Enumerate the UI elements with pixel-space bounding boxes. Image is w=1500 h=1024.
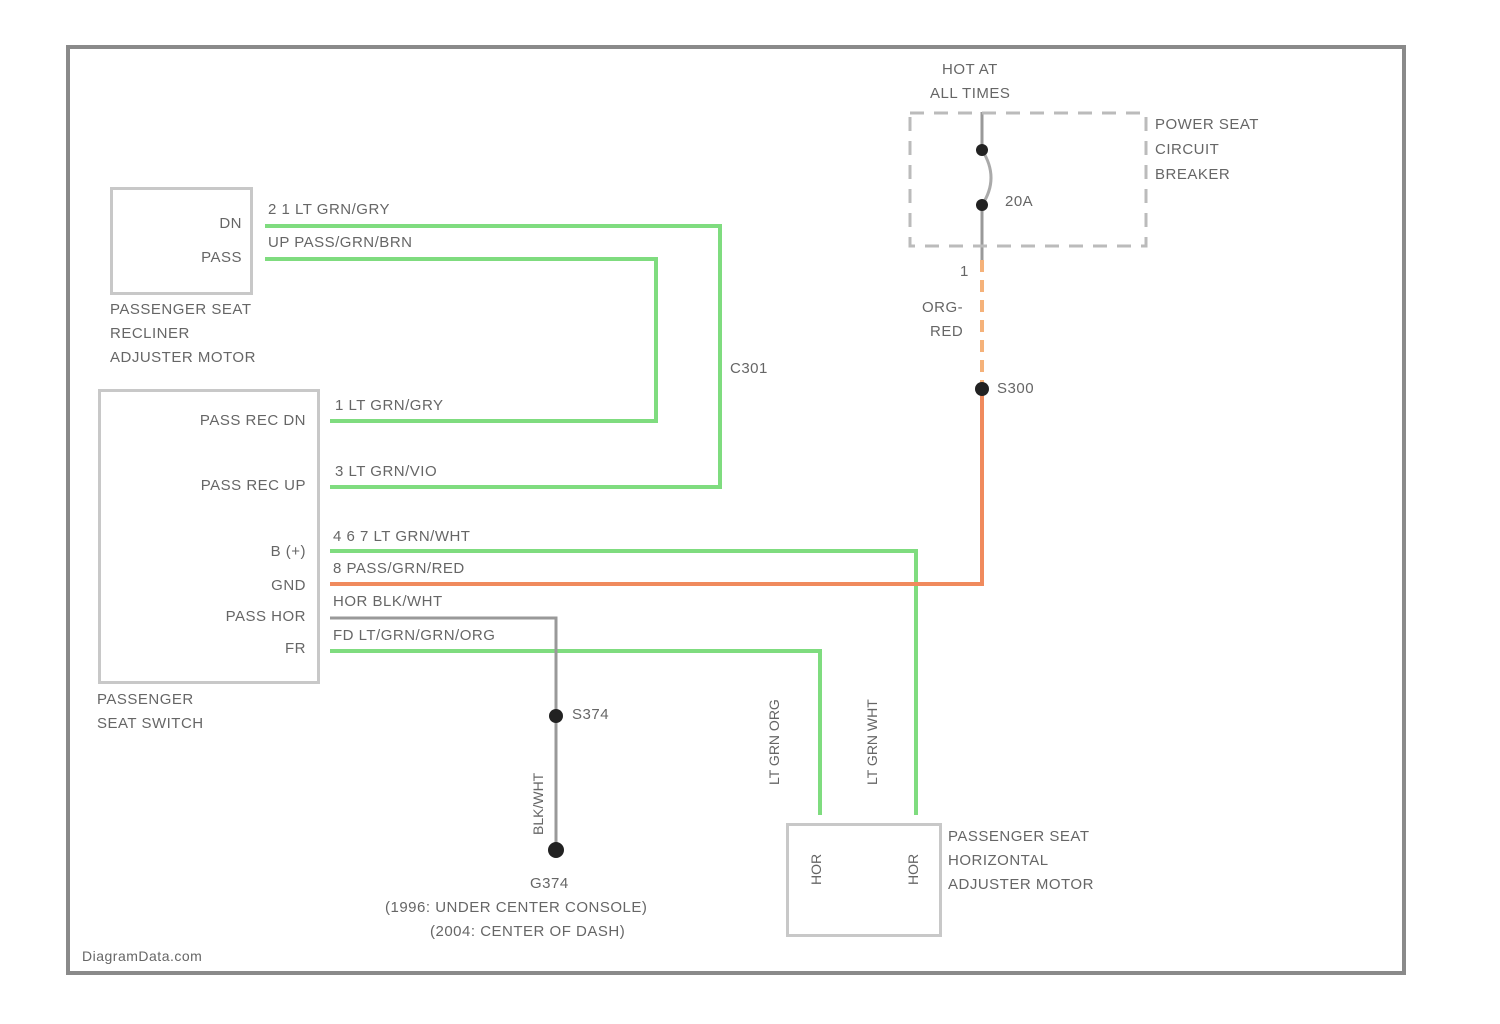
splice-dot — [976, 144, 988, 156]
ground-g374-dot — [548, 842, 564, 858]
switch-pin-rec-up: PASS REC UP — [110, 474, 306, 498]
wire-hor-left — [330, 651, 820, 815]
switch-pin-b: B (+) — [110, 540, 306, 564]
breaker-label-2: CIRCUIT — [1155, 138, 1219, 162]
ground-wire-color: BLK/WHT — [530, 745, 546, 835]
splice-s374-label: S374 — [572, 703, 609, 727]
power-wire-color-2: RED — [930, 320, 963, 344]
splice-dot — [976, 199, 988, 211]
hor-label-1: PASSENGER SEAT — [948, 825, 1089, 849]
switch-pin-gnd: GND — [110, 574, 306, 598]
recliner-wire-2: UP PASS/GRN/BRN — [268, 231, 412, 255]
breaker-rating: 20A — [1005, 190, 1033, 214]
recliner-wire-1: 2 1 LT GRN/GRY — [268, 198, 390, 222]
watermark: DiagramData.com — [82, 944, 202, 968]
recliner-label-2: RECLINER — [110, 322, 190, 346]
recliner-pin-dn: DN — [150, 212, 242, 236]
switch-label-2: SEAT SWITCH — [97, 712, 204, 736]
switch-label-1: PASSENGER — [97, 688, 194, 712]
splice-s374-dot — [549, 709, 563, 723]
breaker-pin: 1 — [960, 260, 969, 284]
splice-s300-dot — [975, 382, 989, 396]
hor-wire-right-color: LT GRN WHT — [864, 705, 880, 785]
ground-id: G374 — [530, 872, 569, 896]
ground-location-2: (2004: CENTER OF DASH) — [430, 920, 625, 944]
connector-c301-label: C301 — [730, 357, 768, 381]
splice-s300-label: S300 — [997, 377, 1034, 401]
switch-wire-5: HOR BLK/WHT — [333, 590, 443, 614]
breaker-dashed-box — [910, 113, 1146, 246]
switch-wire-2: 3 LT GRN/VIO — [335, 460, 437, 484]
switch-wire-4: 8 PASS/GRN/RED — [333, 557, 465, 581]
hor-label-3: ADJUSTER MOTOR — [948, 873, 1094, 897]
wire-recliner-up — [265, 259, 656, 421]
switch-wire-1: 1 LT GRN/GRY — [335, 394, 444, 418]
hot-label-2: ALL TIMES — [930, 82, 1010, 106]
recliner-pin-pass: PASS — [150, 246, 242, 270]
recliner-label-3: ADJUSTER MOTOR — [110, 346, 256, 370]
switch-pin-hor: PASS HOR — [110, 605, 306, 629]
recliner-label-1: PASSENGER SEAT — [110, 298, 251, 322]
hor-pin-left: HOR — [808, 835, 824, 885]
breaker-arc — [982, 150, 991, 205]
breaker-label-3: BREAKER — [1155, 163, 1230, 187]
wire-recliner-dn — [265, 226, 720, 487]
recliner-motor-box — [110, 187, 253, 295]
switch-pin-fr: FR — [110, 637, 306, 661]
hor-pin-right: HOR — [905, 835, 921, 885]
hot-label-1: HOT AT — [942, 58, 998, 82]
hor-label-2: HORIZONTAL — [948, 849, 1049, 873]
power-wire-color-1: ORG- — [922, 296, 963, 320]
switch-pin-rec-dn: PASS REC DN — [110, 409, 306, 433]
hor-wire-left-color: LT GRN ORG — [766, 705, 782, 785]
switch-wire-6: FD LT/GRN/GRN/ORG — [333, 624, 495, 648]
breaker-label-1: POWER SEAT — [1155, 113, 1259, 137]
switch-wire-3: 4 6 7 LT GRN/WHT — [333, 525, 470, 549]
ground-location-1: (1996: UNDER CENTER CONSOLE) — [385, 896, 647, 920]
